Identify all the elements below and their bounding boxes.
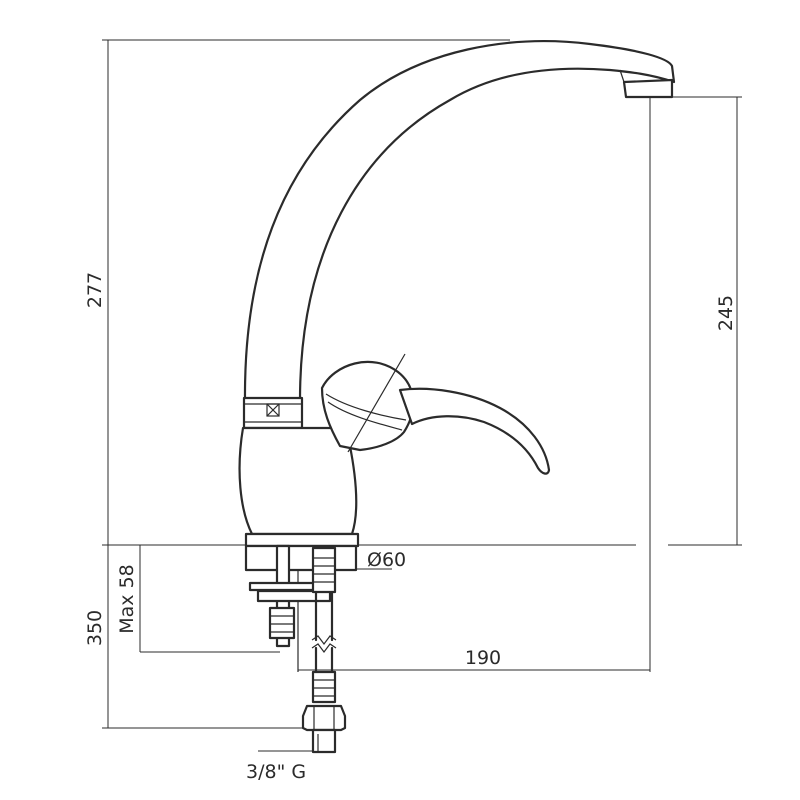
hose-connector-bottom [311, 670, 337, 704]
hose-hex-nut [301, 704, 347, 732]
spout-nozzle [622, 78, 674, 99]
supply-hose [301, 546, 347, 754]
mounting-hardware [248, 544, 332, 648]
lever-arm [398, 387, 551, 475]
lever-handle [320, 353, 551, 475]
dim-label-thread: 3/8" G [246, 761, 306, 783]
mounting-nut [268, 606, 296, 640]
swivel-ring [242, 396, 304, 430]
hose-thread-end [311, 728, 337, 754]
hose-break-bottom [311, 643, 337, 653]
lever-band [327, 401, 403, 431]
dim-label-350: 350 [84, 610, 106, 646]
dim-label-245: 245 [715, 295, 737, 331]
faucet-body [238, 426, 360, 572]
hose-break-top [311, 635, 337, 645]
hose-connector-top [311, 546, 337, 594]
nozzle-joint-line [619, 69, 625, 83]
spout [242, 40, 676, 430]
lever-band-2 [325, 393, 407, 421]
base-collar [244, 544, 358, 572]
dim-label-diameter: Ø60 [367, 549, 406, 571]
lever-cartridge [320, 360, 415, 452]
base-flange [244, 532, 360, 548]
screw-icon [266, 403, 280, 417]
dim-label-190: 190 [465, 647, 501, 669]
dimension-lines [102, 39, 742, 752]
screw-cross-2 [266, 403, 280, 417]
dim-label-max58: Max 58 [116, 564, 138, 634]
spout-outline [243, 40, 676, 402]
lever-axis-line [347, 353, 406, 453]
dim-label-277: 277 [84, 272, 106, 308]
